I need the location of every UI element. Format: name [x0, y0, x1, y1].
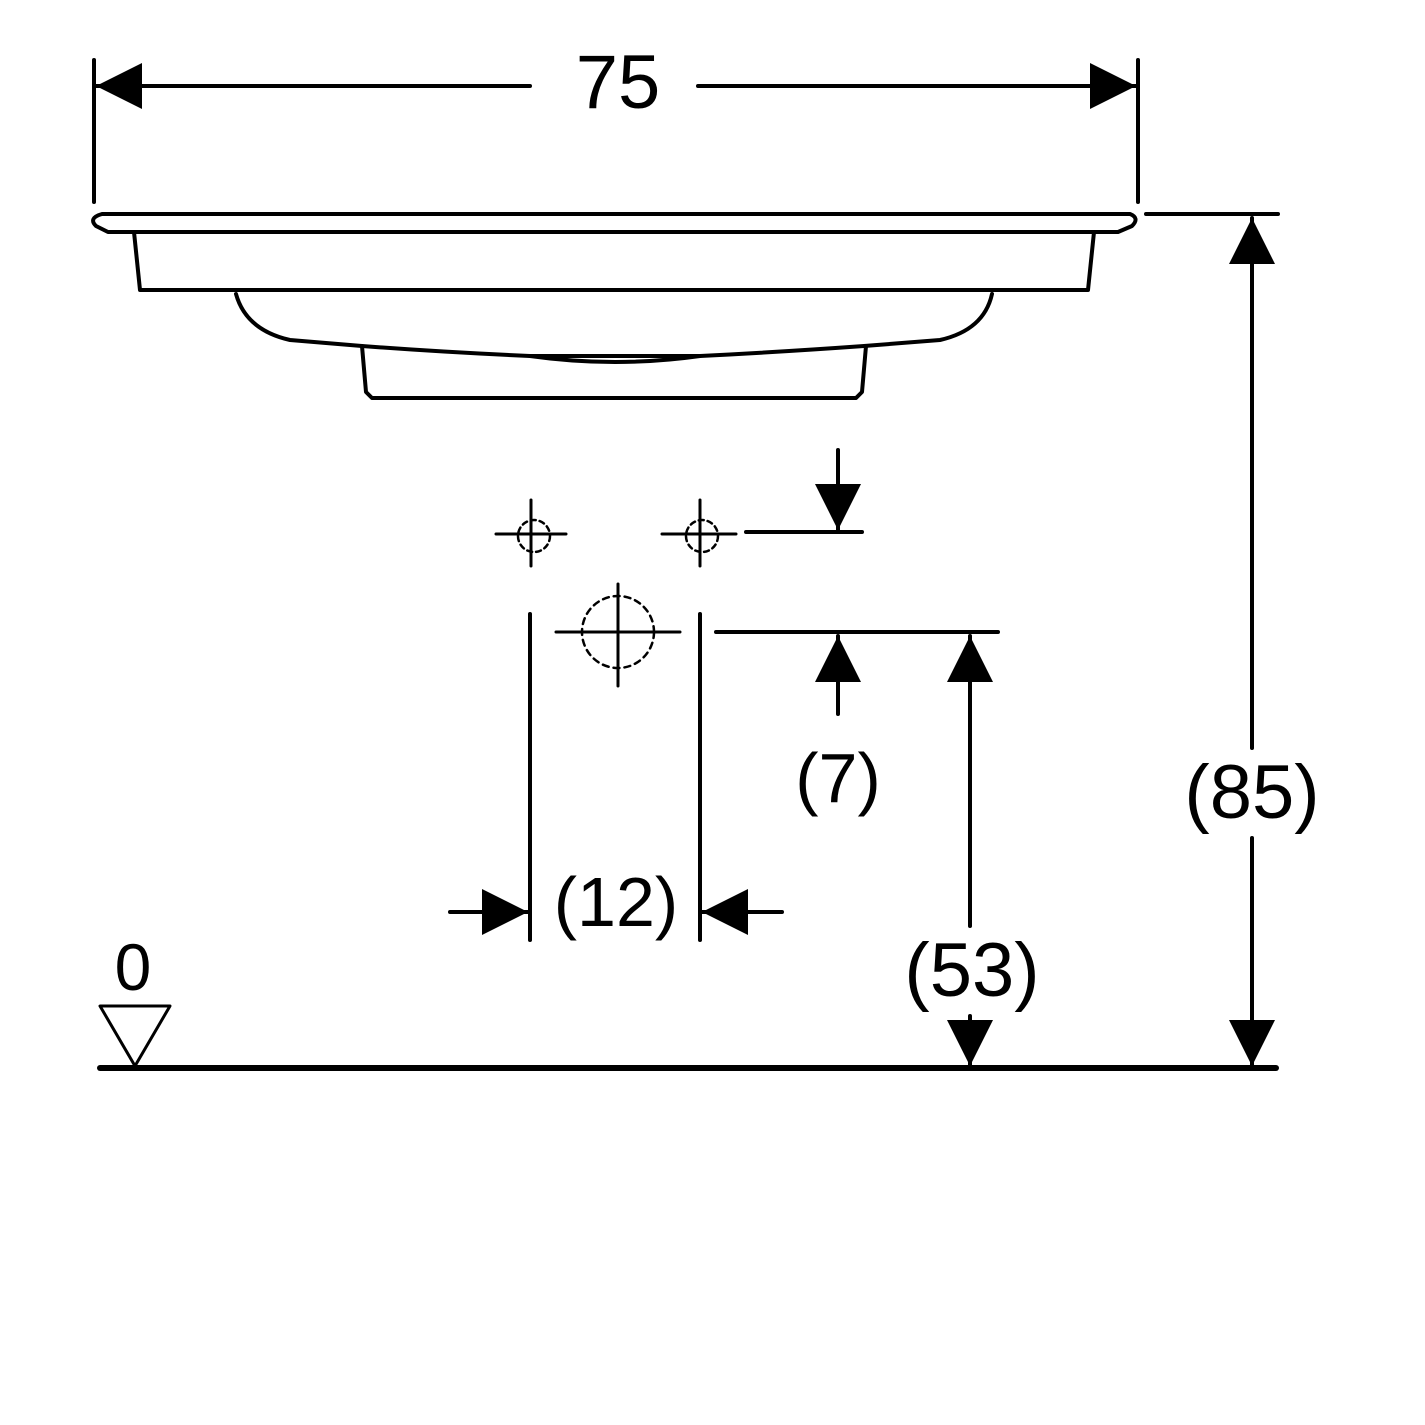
pipe-spacing-label: (12): [554, 863, 678, 941]
height-total-label: (85): [1184, 750, 1319, 835]
height-total-dimension: [1144, 212, 1280, 1068]
water-connection-left-icon: [494, 498, 568, 568]
drain-offset-label: (7): [795, 739, 881, 817]
pipe-spacing-dimension: [448, 612, 784, 942]
floor-level-triangle: [98, 1004, 172, 1068]
width-dimension: [92, 58, 1140, 204]
floor-level-label: 0: [115, 930, 152, 1004]
width-label: 75: [576, 40, 661, 125]
drain-offset-dimension: [744, 448, 864, 716]
floor-line: [97, 1004, 1279, 1071]
drain-outlet-icon: [554, 582, 682, 688]
water-connection-right-icon: [660, 498, 738, 568]
basin-outline: [91, 212, 1138, 400]
height-outlet-label: (53): [904, 928, 1039, 1013]
height-outlet-dimension: [714, 630, 1000, 1068]
